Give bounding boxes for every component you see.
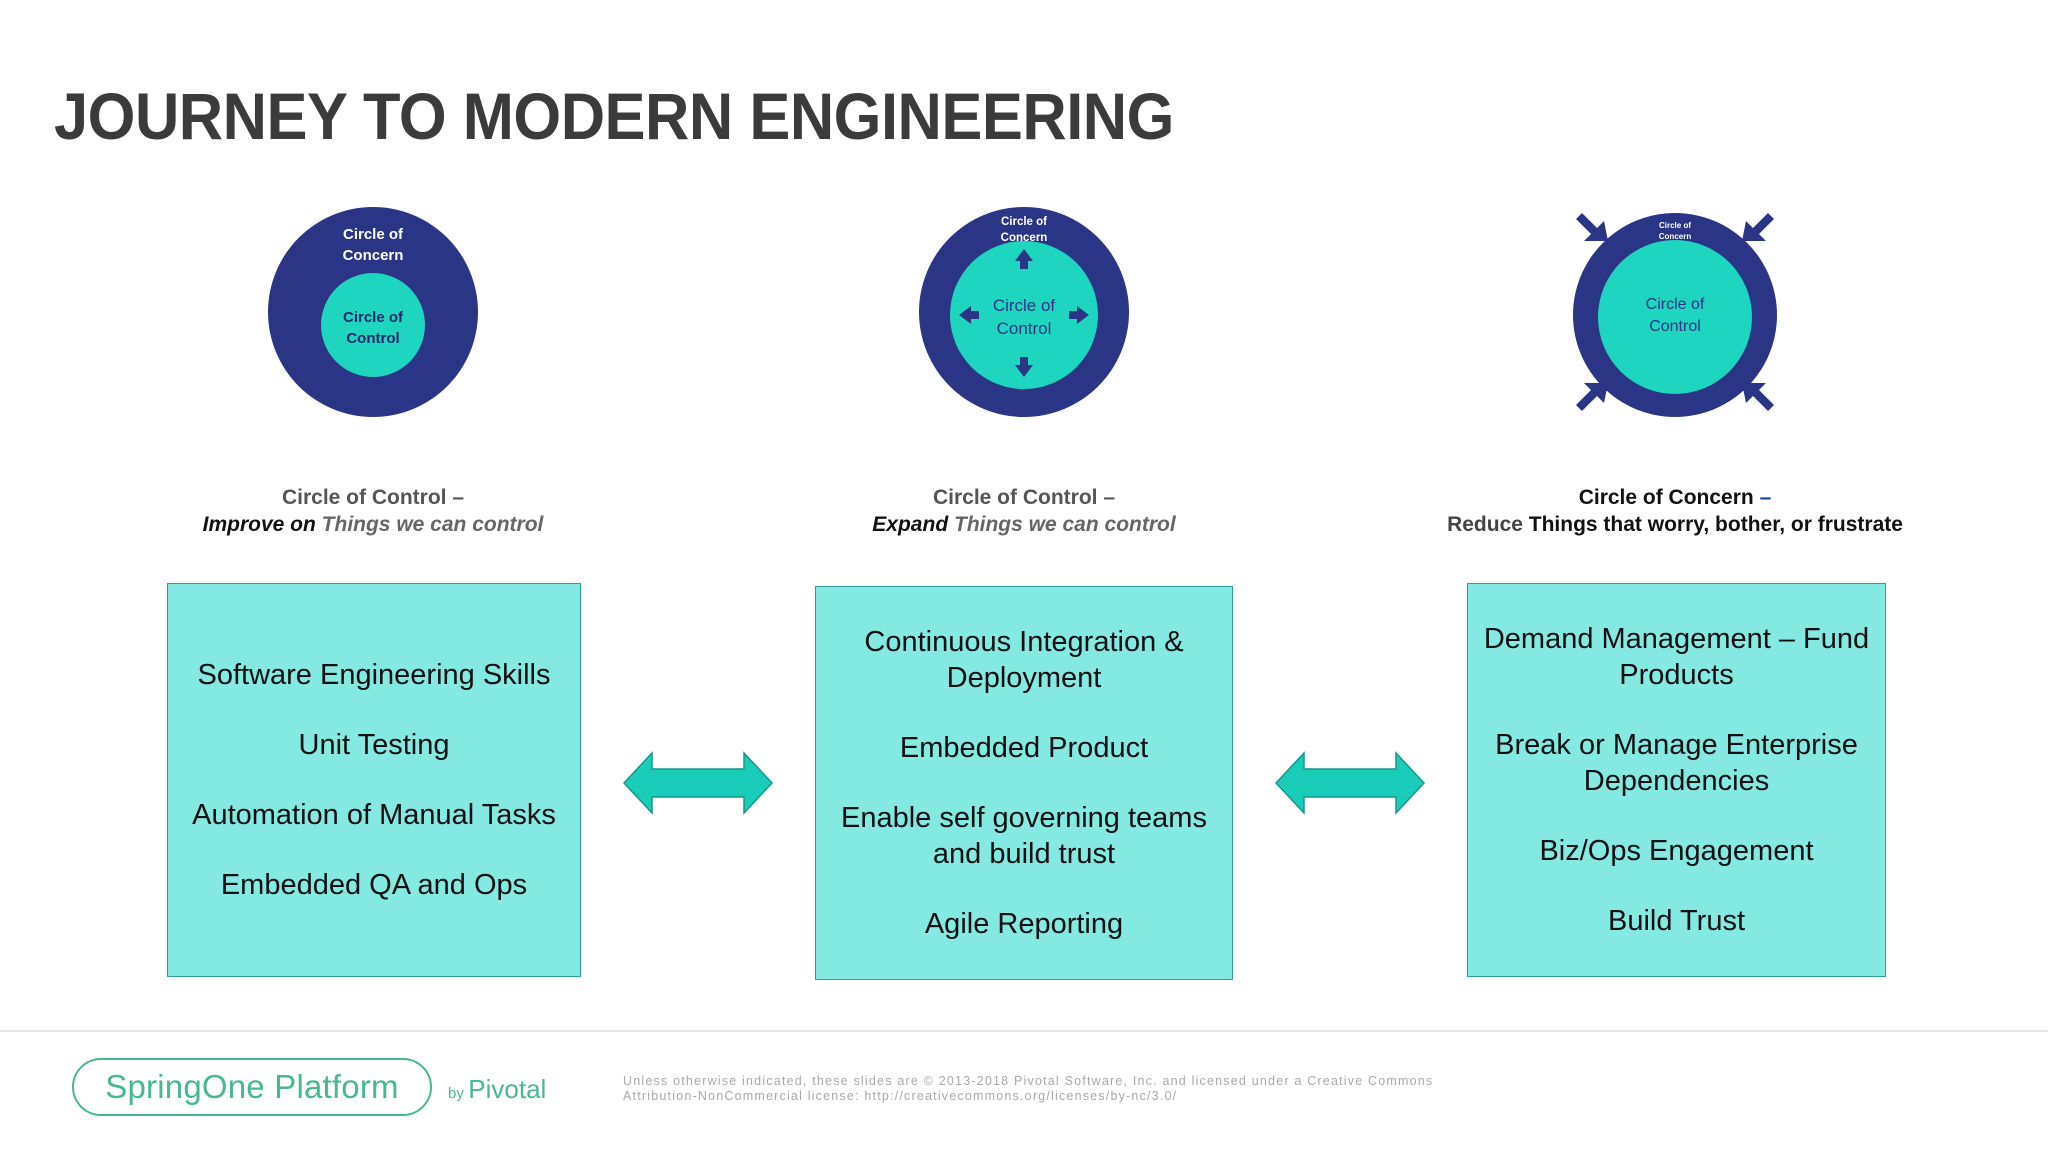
circle-diagram-expand: Circle of Concern Circle of Control xyxy=(919,207,1129,417)
control-label-line2: Control xyxy=(997,319,1052,338)
caption-emphasis: Expand xyxy=(872,513,949,536)
list-item: Automation of Manual Tasks xyxy=(192,799,556,831)
concern-label-line1: Circle of xyxy=(1659,221,1691,230)
double-arrow-icon xyxy=(622,751,774,815)
arrow-right-icon xyxy=(1069,306,1089,324)
list-item: Continuous Integration & Deployment xyxy=(864,626,1184,694)
list-item: Biz/Ops Engagement xyxy=(1539,835,1814,867)
footer-divider xyxy=(0,1030,2048,1032)
list-item: Embedded Product xyxy=(899,732,1149,764)
inward-arrow-top-left-icon xyxy=(1576,213,1608,241)
list-item: Break or Manage Enterprise Dependencies xyxy=(1495,729,1858,797)
control-label-line2: Control xyxy=(1649,318,1701,335)
list-item: Embedded QA and Ops xyxy=(220,869,528,901)
legal-notice: Unless otherwise indicated, these slides… xyxy=(623,1074,1543,1104)
concern-label-line1: Circle of xyxy=(343,226,404,243)
concern-label-line1: Circle of xyxy=(1001,216,1047,228)
caption-title: Circle of Concern xyxy=(1578,486,1754,509)
list-item: Build Trust xyxy=(1608,905,1745,937)
slide-title: JOURNEY TO MODERN ENGINEERING xyxy=(54,79,1174,153)
caption-rest: Things that worry, bother, or frustrate xyxy=(1522,513,1903,536)
caption-title: Circle of Control – xyxy=(281,486,465,509)
inward-arrow-bottom-left-icon xyxy=(1576,383,1608,411)
list-item: Unit Testing xyxy=(298,729,450,761)
circle-of-control xyxy=(1598,240,1752,394)
practices-box-reduce: Demand Management – Fund Products Break … xyxy=(1467,583,1886,977)
list-item: Enable self governing teams and build tr… xyxy=(841,802,1207,870)
concern-label-line2: Concern xyxy=(343,247,404,264)
pivotal-label: Pivotal xyxy=(468,1074,547,1104)
caption-title: Circle of Control – xyxy=(932,486,1116,509)
arrow-up-icon xyxy=(1015,249,1033,269)
control-label-line2: Control xyxy=(346,330,399,347)
circle-of-control xyxy=(950,241,1098,389)
concern-label-line2: Concern xyxy=(1001,232,1048,244)
list-item: Agile Reporting xyxy=(924,908,1124,940)
list-item: Software Engineering Skills xyxy=(197,659,551,691)
practices-box-improve: Software Engineering Skills Unit Testing… xyxy=(167,583,581,977)
concern-label-line2: Concern xyxy=(1659,232,1692,241)
list-item: Demand Management – Fund Products xyxy=(1483,623,1870,691)
control-label-line1: Circle of xyxy=(993,296,1056,315)
control-label-line1: Circle of xyxy=(1646,296,1705,313)
control-label-line1: Circle of xyxy=(343,309,404,326)
legal-line-2: Attribution-NonCommercial license: http:… xyxy=(623,1089,1178,1103)
caption-emphasis: Reduce xyxy=(1447,513,1523,536)
by-label: by xyxy=(448,1085,464,1102)
caption-reduce: Circle of Concern – Reduce Things that w… xyxy=(1395,484,1955,538)
circle-diagram-improve: Circle of Concern Circle of Control xyxy=(268,207,478,417)
legal-line-1: Unless otherwise indicated, these slides… xyxy=(623,1074,1434,1088)
inward-arrow-bottom-right-icon xyxy=(1742,383,1774,411)
circle-of-control xyxy=(321,273,425,377)
caption-emphasis: Improve on xyxy=(202,513,316,536)
caption-rest: Things we can control xyxy=(948,513,1176,536)
arrow-left-icon xyxy=(959,306,979,324)
pivotal-logo: by Pivotal xyxy=(448,1074,546,1105)
caption-rest: Things we can control xyxy=(315,513,544,536)
practices-box-expand: Continuous Integration & Deployment Embe… xyxy=(815,586,1233,980)
caption-expand: Circle of Control – Expand Things we can… xyxy=(744,484,1304,538)
arrow-down-icon xyxy=(1015,357,1033,377)
circle-diagram-reduce: Circle of Concern Circle of Control xyxy=(1573,213,1777,417)
inward-arrow-top-right-icon xyxy=(1742,213,1774,241)
double-arrow-icon xyxy=(1274,751,1426,815)
caption-dash: – xyxy=(1759,486,1772,509)
caption-improve: Circle of Control – Improve on Things we… xyxy=(93,484,653,538)
springone-platform-logo: SpringOne Platform xyxy=(72,1058,432,1116)
